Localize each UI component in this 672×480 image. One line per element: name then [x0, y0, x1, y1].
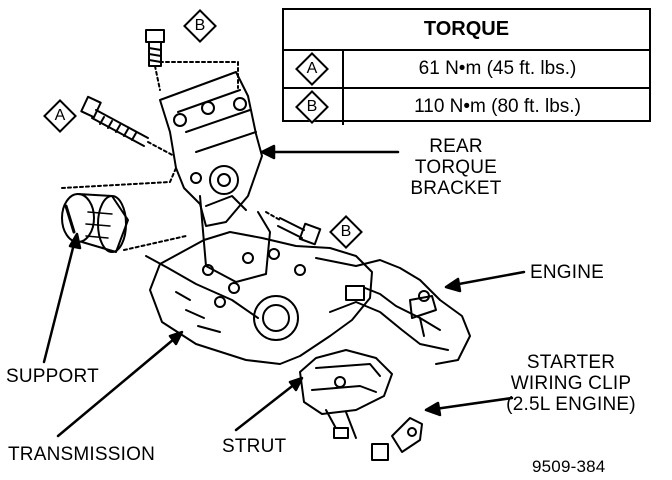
engine-label: ENGINE: [530, 262, 605, 283]
engine-block: [315, 257, 471, 365]
torque-table-header: TORQUE: [284, 10, 649, 51]
top-bolt: [145, 29, 165, 67]
starter-wiring-clip: [391, 417, 423, 453]
torque-row-a-letter: A: [306, 60, 318, 77]
torque-row-b-symbol: B: [284, 89, 344, 125]
torque-table: TORQUE A 61 N•m (45 ft. lbs.) B 110 N•m …: [282, 8, 651, 125]
torque-row-b: B 110 N•m (80 ft. lbs.): [284, 89, 649, 125]
leader-lines: [42, 144, 526, 438]
figure-number: 9509-384: [532, 457, 606, 476]
left-long-bolt: [80, 95, 149, 147]
strut: [299, 349, 393, 461]
transmission-label: TRANSMISSION: [8, 444, 156, 465]
right-bolt: [277, 217, 322, 246]
right-bolt-marker-letter: B: [340, 223, 352, 240]
rear-torque-bracket-label: REAR TORQUE BRACKET: [410, 136, 502, 199]
torque-row-a: A 61 N•m (45 ft. lbs.): [284, 51, 649, 89]
torque-row-b-value: 110 N•m (80 ft. lbs.): [414, 96, 581, 117]
support-label: SUPPORT: [6, 366, 99, 387]
right-bolt-marker: B: [328, 214, 364, 250]
torque-row-a-value: 61 N•m (45 ft. lbs.): [418, 58, 577, 79]
left-bolt-marker-letter: A: [54, 107, 66, 124]
left-bolt-marker: A: [42, 98, 78, 134]
transmission-case: [145, 195, 373, 365]
top-bolt-marker: B: [182, 8, 218, 44]
top-bolt-marker-letter: B: [194, 17, 206, 34]
starter-wiring-clip-label: STARTER WIRING CLIP (2.5L ENGINE): [506, 352, 636, 415]
torque-row-b-letter: B: [306, 98, 318, 115]
rear-torque-bracket: [159, 71, 263, 227]
support-insulator: [61, 193, 129, 253]
strut-label: STRUT: [222, 436, 287, 457]
torque-row-a-symbol: A: [284, 51, 344, 87]
